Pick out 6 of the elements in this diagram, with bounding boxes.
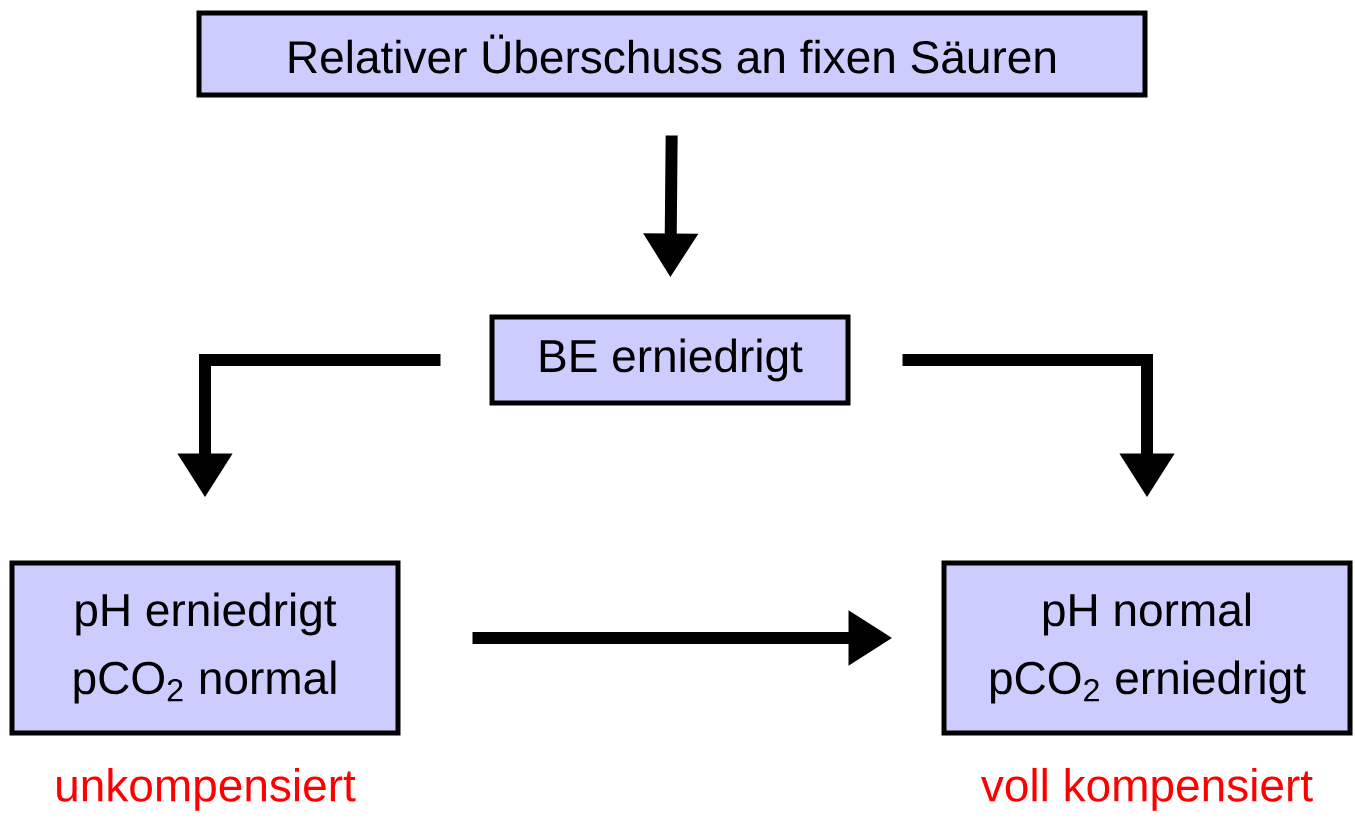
process-box: Relativer Überschuss an fixen Säuren [196, 10, 1148, 98]
status-label: unkompensiert [57, 767, 356, 811]
status-label: voll kompensiert [981, 767, 1313, 811]
process-box: pH normal pCO$_{2}$ erniedrigt [941, 560, 1353, 736]
process-box: BE erniedrigt [489, 314, 851, 406]
process-box: pH erniedrigt pCO$_{2}$ normal [9, 560, 401, 736]
